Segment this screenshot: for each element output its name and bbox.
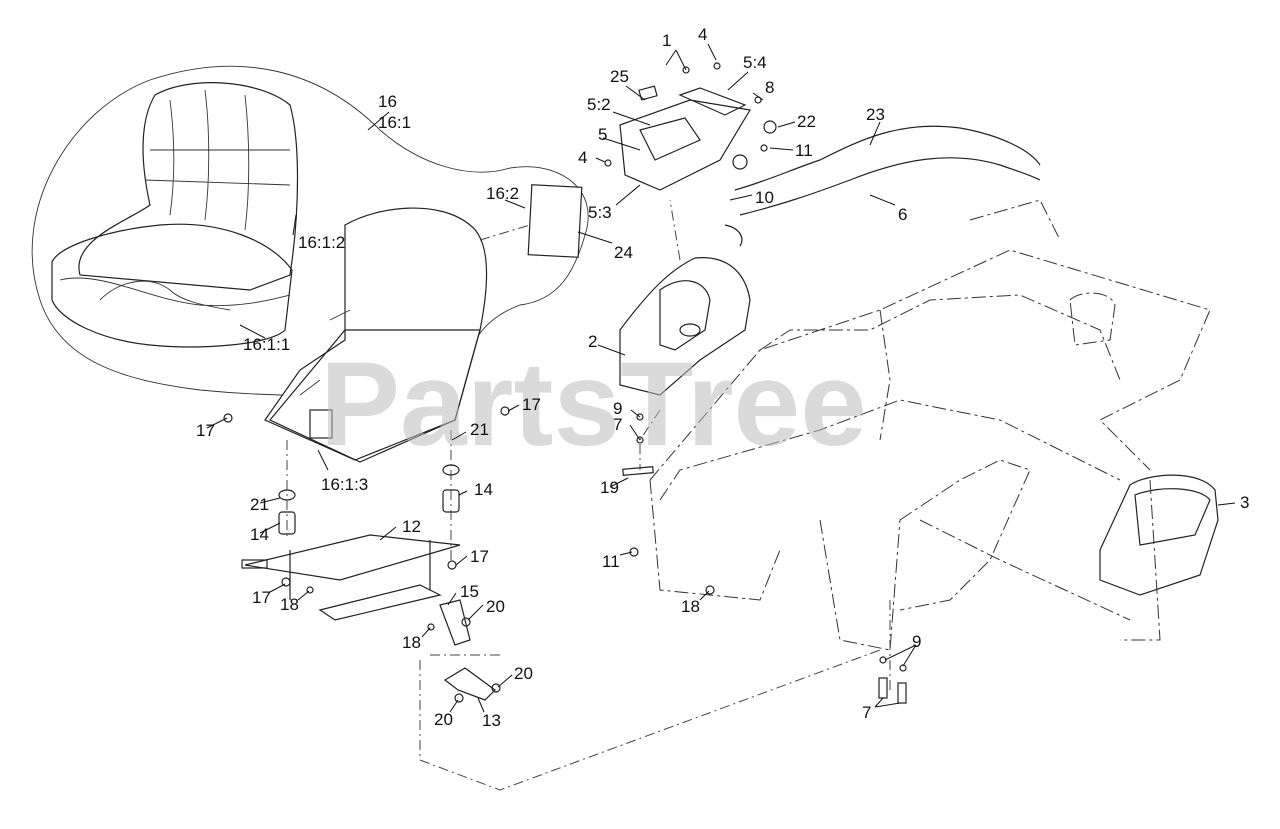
- linkage-path: [419, 649, 881, 791]
- callout-17c: 17: [470, 547, 489, 566]
- callout-14b: 14: [250, 525, 269, 544]
- callout-9b: 9: [912, 632, 921, 651]
- callout-20a: 20: [486, 597, 505, 616]
- callout-20b: 20: [514, 664, 533, 683]
- watermark: PartsTree: [320, 337, 867, 471]
- callout-25: 25: [610, 67, 629, 86]
- callout-18b: 18: [402, 633, 421, 652]
- callout-11b: 11: [602, 552, 620, 571]
- callout-6: 6: [898, 205, 907, 224]
- callout-20c: 20: [434, 710, 453, 729]
- callout-7b: 7: [862, 703, 871, 722]
- cable-lower: [739, 157, 1041, 216]
- callout-13: 13: [482, 711, 501, 730]
- leader-lines: [206, 43, 1236, 713]
- callout-4: 4: [698, 25, 707, 44]
- callout-3: 3: [1240, 493, 1249, 512]
- seat-cushion: [51, 82, 299, 348]
- callout-18c: 18: [681, 597, 700, 616]
- cable-upper: [734, 125, 1041, 191]
- callout-16: 16: [378, 92, 397, 111]
- callout-21b: 21: [250, 495, 269, 514]
- callout-15: 15: [460, 582, 479, 601]
- console-left: [619, 257, 751, 396]
- callout-8: 8: [765, 78, 774, 97]
- callout-9: 9: [613, 399, 622, 418]
- callout-10: 10: [755, 188, 774, 207]
- callout-16-1-3: 16:1:3: [321, 475, 368, 494]
- link-lower: [443, 667, 496, 701]
- console-right: [1099, 474, 1219, 596]
- callout-5-3: 5:3: [588, 203, 612, 222]
- seat-group-outline: [31, 65, 589, 396]
- callout-4b: 4: [578, 148, 587, 167]
- callout-7: 7: [613, 415, 622, 434]
- callout-18a: 18: [280, 595, 299, 614]
- callout-16-1: 16:1: [378, 113, 411, 132]
- seat-bracket: [241, 534, 461, 621]
- seat-pan: [264, 207, 488, 463]
- callout-5: 5: [598, 125, 607, 144]
- callout-12: 12: [402, 517, 421, 536]
- callout-5-4: 5:4: [743, 53, 767, 72]
- callout-14a: 14: [474, 480, 493, 499]
- callout-23: 23: [866, 105, 885, 124]
- callout-21a: 21: [470, 420, 489, 439]
- callout-17d: 17: [252, 588, 271, 607]
- callout-24: 24: [614, 243, 633, 262]
- callout-22: 22: [797, 112, 816, 131]
- callout-1: 1: [662, 31, 671, 50]
- callout-16-2: 16:2: [486, 184, 519, 203]
- callout-17b: 17: [196, 421, 215, 440]
- callout-11: 11: [795, 141, 813, 160]
- control-panel: [604, 62, 777, 191]
- callout-2: 2: [588, 332, 597, 351]
- callout-16-1-1: 16:1:1: [243, 335, 290, 354]
- callout-16-1-2: 16:1:2: [298, 233, 345, 252]
- decal-label: [527, 184, 583, 258]
- callout-19: 19: [600, 478, 619, 497]
- chassis-frame: [649, 199, 1211, 651]
- link-upper: [439, 599, 471, 646]
- callout-5-2: 5:2: [587, 95, 611, 114]
- callout-labels: 1 4 25 5:4 8 5:2 22 23 5 11 4 10 5:3 6 1…: [196, 25, 1249, 730]
- callout-17a: 17: [522, 395, 541, 414]
